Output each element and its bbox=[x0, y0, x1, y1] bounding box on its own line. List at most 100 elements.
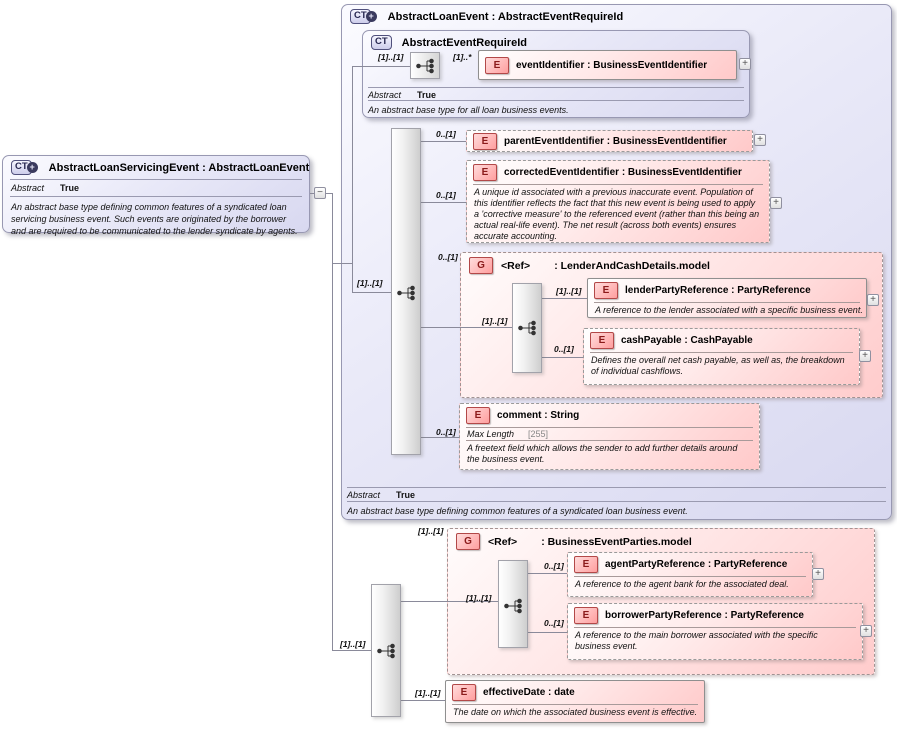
cardinality-label: 0..[1] bbox=[544, 618, 564, 628]
cardinality-label: 0..[1] bbox=[436, 427, 456, 437]
element-icon: E bbox=[574, 556, 598, 573]
connector-line bbox=[527, 573, 567, 574]
sequence-icon bbox=[415, 58, 437, 79]
element-box-lender-party-reference[interactable]: E lenderPartyReference : PartyReference … bbox=[587, 278, 867, 318]
element-label: borrowerPartyReference : PartyReference bbox=[605, 610, 804, 621]
cardinality-label: 0..[1] bbox=[554, 344, 574, 354]
connector-line bbox=[326, 193, 333, 194]
abstract-facet-row: Abstract True bbox=[362, 89, 758, 101]
max-length-facet-value: [255] bbox=[528, 429, 549, 439]
complex-type-derived-icon: CT+ bbox=[350, 9, 377, 24]
cardinality-label: [1]..[1] bbox=[340, 639, 366, 649]
element-icon: E bbox=[473, 164, 497, 181]
connector-line bbox=[421, 141, 466, 142]
element-label: effectiveDate : date bbox=[483, 687, 575, 698]
divider bbox=[368, 100, 744, 101]
class-title-row: CT+ AbstractLoanServicingEvent : Abstrac… bbox=[3, 156, 309, 177]
abstract-facet-row: Abstract True bbox=[341, 489, 897, 501]
description-text: The date on which the associated busines… bbox=[453, 707, 698, 717]
abstract-facet-value: True bbox=[396, 490, 416, 500]
element-box-effective-date[interactable]: E effectiveDate : date The date on which… bbox=[445, 680, 705, 723]
element-box-cash-payable[interactable]: E cashPayable : CashPayable Defines the … bbox=[583, 328, 860, 385]
cardinality-label: 0..[1] bbox=[436, 190, 456, 200]
collapse-handle[interactable]: − bbox=[314, 187, 326, 199]
cardinality-label: [1]..[1] bbox=[357, 278, 383, 288]
element-icon: E bbox=[466, 407, 490, 424]
connector-line bbox=[527, 632, 567, 633]
divider bbox=[594, 302, 860, 303]
connector-line bbox=[542, 357, 583, 358]
description-text: An abstract base type for all loan busin… bbox=[368, 105, 569, 115]
element-box-event-identifier[interactable]: E eventIdentifier : BusinessEventIdentif… bbox=[478, 50, 737, 80]
divider bbox=[574, 576, 806, 577]
sequence-icon bbox=[517, 320, 539, 341]
connector-line bbox=[542, 298, 587, 299]
sequence-icon bbox=[396, 285, 418, 306]
element-label: correctedEventIdentifier : BusinessEvent… bbox=[504, 167, 742, 178]
connector-line bbox=[332, 193, 333, 651]
description-text: A reference to the lender associated wit… bbox=[595, 305, 863, 315]
connector-line bbox=[421, 327, 512, 328]
abstract-facet-label: Abstract bbox=[368, 90, 402, 100]
element-icon: E bbox=[574, 607, 598, 624]
element-label: agentPartyReference : PartyReference bbox=[605, 559, 788, 570]
expand-handle-borrower-party-reference[interactable]: + bbox=[860, 625, 872, 637]
derivation-plus-icon: + bbox=[26, 162, 38, 173]
cardinality-label: 0..[1] bbox=[438, 252, 458, 262]
description-text: Defines the overall net cash payable, as… bbox=[591, 355, 845, 376]
connector-line bbox=[352, 66, 410, 67]
sequence-compositor[interactable] bbox=[512, 283, 542, 373]
expand-handle-lender-party-reference[interactable]: + bbox=[867, 294, 879, 306]
abstract-facet-value: True bbox=[60, 183, 80, 193]
sequence-compositor[interactable] bbox=[391, 128, 421, 455]
class-title: AbstractLoanEvent : AbstractEventRequire… bbox=[387, 10, 624, 23]
cardinality-label: [1]..* bbox=[453, 52, 472, 62]
expand-handle-cash-payable[interactable]: + bbox=[859, 350, 871, 362]
divider bbox=[347, 487, 886, 488]
cardinality-label: [1]..[1] bbox=[466, 593, 492, 603]
connector-line bbox=[310, 193, 315, 194]
element-icon: E bbox=[452, 684, 476, 701]
element-box-parent-event-identifier[interactable]: E parentEventIdentifier : BusinessEventI… bbox=[466, 130, 753, 152]
class-title: AbstractLoanServicingEvent : AbstractLoa… bbox=[48, 161, 310, 174]
divider bbox=[347, 501, 886, 502]
divider bbox=[590, 352, 853, 353]
group-ref-label: <Ref> bbox=[488, 535, 518, 548]
expand-handle-event-identifier[interactable]: + bbox=[739, 58, 751, 70]
cardinality-label: 0..[1] bbox=[544, 561, 564, 571]
expand-handle-agent-party-reference[interactable]: + bbox=[812, 568, 824, 580]
divider bbox=[10, 179, 302, 180]
sequence-icon bbox=[376, 643, 398, 664]
sequence-compositor[interactable] bbox=[498, 560, 528, 648]
complex-type-derived-icon: CT+ bbox=[11, 160, 38, 175]
element-box-comment[interactable]: E comment : String Max Length [255] A fr… bbox=[459, 403, 760, 470]
connector-line bbox=[332, 263, 352, 264]
expand-handle-parent-event-identifier[interactable]: + bbox=[754, 134, 766, 146]
divider bbox=[452, 704, 698, 705]
class-box-abstract-loan-servicing-event[interactable]: CT+ AbstractLoanServicingEvent : Abstrac… bbox=[2, 155, 310, 236]
divider bbox=[368, 87, 744, 88]
element-box-agent-party-reference[interactable]: E agentPartyReference : PartyReference A… bbox=[567, 552, 813, 597]
connector-line bbox=[401, 601, 498, 602]
element-label: comment : String bbox=[497, 410, 580, 421]
divider bbox=[466, 440, 753, 441]
class-title-row: CT+ AbstractLoanEvent : AbstractEventReq… bbox=[342, 5, 891, 26]
divider bbox=[574, 627, 856, 628]
divider bbox=[473, 184, 763, 185]
description-text: An abstract base type defining common fe… bbox=[11, 202, 298, 236]
expand-handle-corrected-event-identifier[interactable]: + bbox=[770, 197, 782, 209]
element-label: eventIdentifier : BusinessEventIdentifie… bbox=[516, 60, 708, 71]
sequence-compositor[interactable] bbox=[410, 52, 440, 79]
element-label: lenderPartyReference : PartyReference bbox=[625, 285, 811, 296]
element-box-borrower-party-reference[interactable]: E borrowerPartyReference : PartyReferenc… bbox=[567, 603, 863, 660]
connector-line bbox=[421, 202, 466, 203]
description-text: A freetext field which allows the sender… bbox=[467, 443, 738, 464]
complex-type-icon: CT bbox=[371, 35, 392, 50]
element-box-corrected-event-identifier[interactable]: E correctedEventIdentifier : BusinessEve… bbox=[466, 160, 770, 243]
description-text: An abstract base type defining common fe… bbox=[347, 506, 688, 516]
sequence-compositor[interactable] bbox=[371, 584, 401, 717]
element-icon: E bbox=[485, 57, 509, 74]
element-label: cashPayable : CashPayable bbox=[621, 335, 753, 346]
element-label: parentEventIdentifier : BusinessEventIde… bbox=[504, 136, 727, 147]
derivation-plus-icon: + bbox=[365, 11, 377, 22]
